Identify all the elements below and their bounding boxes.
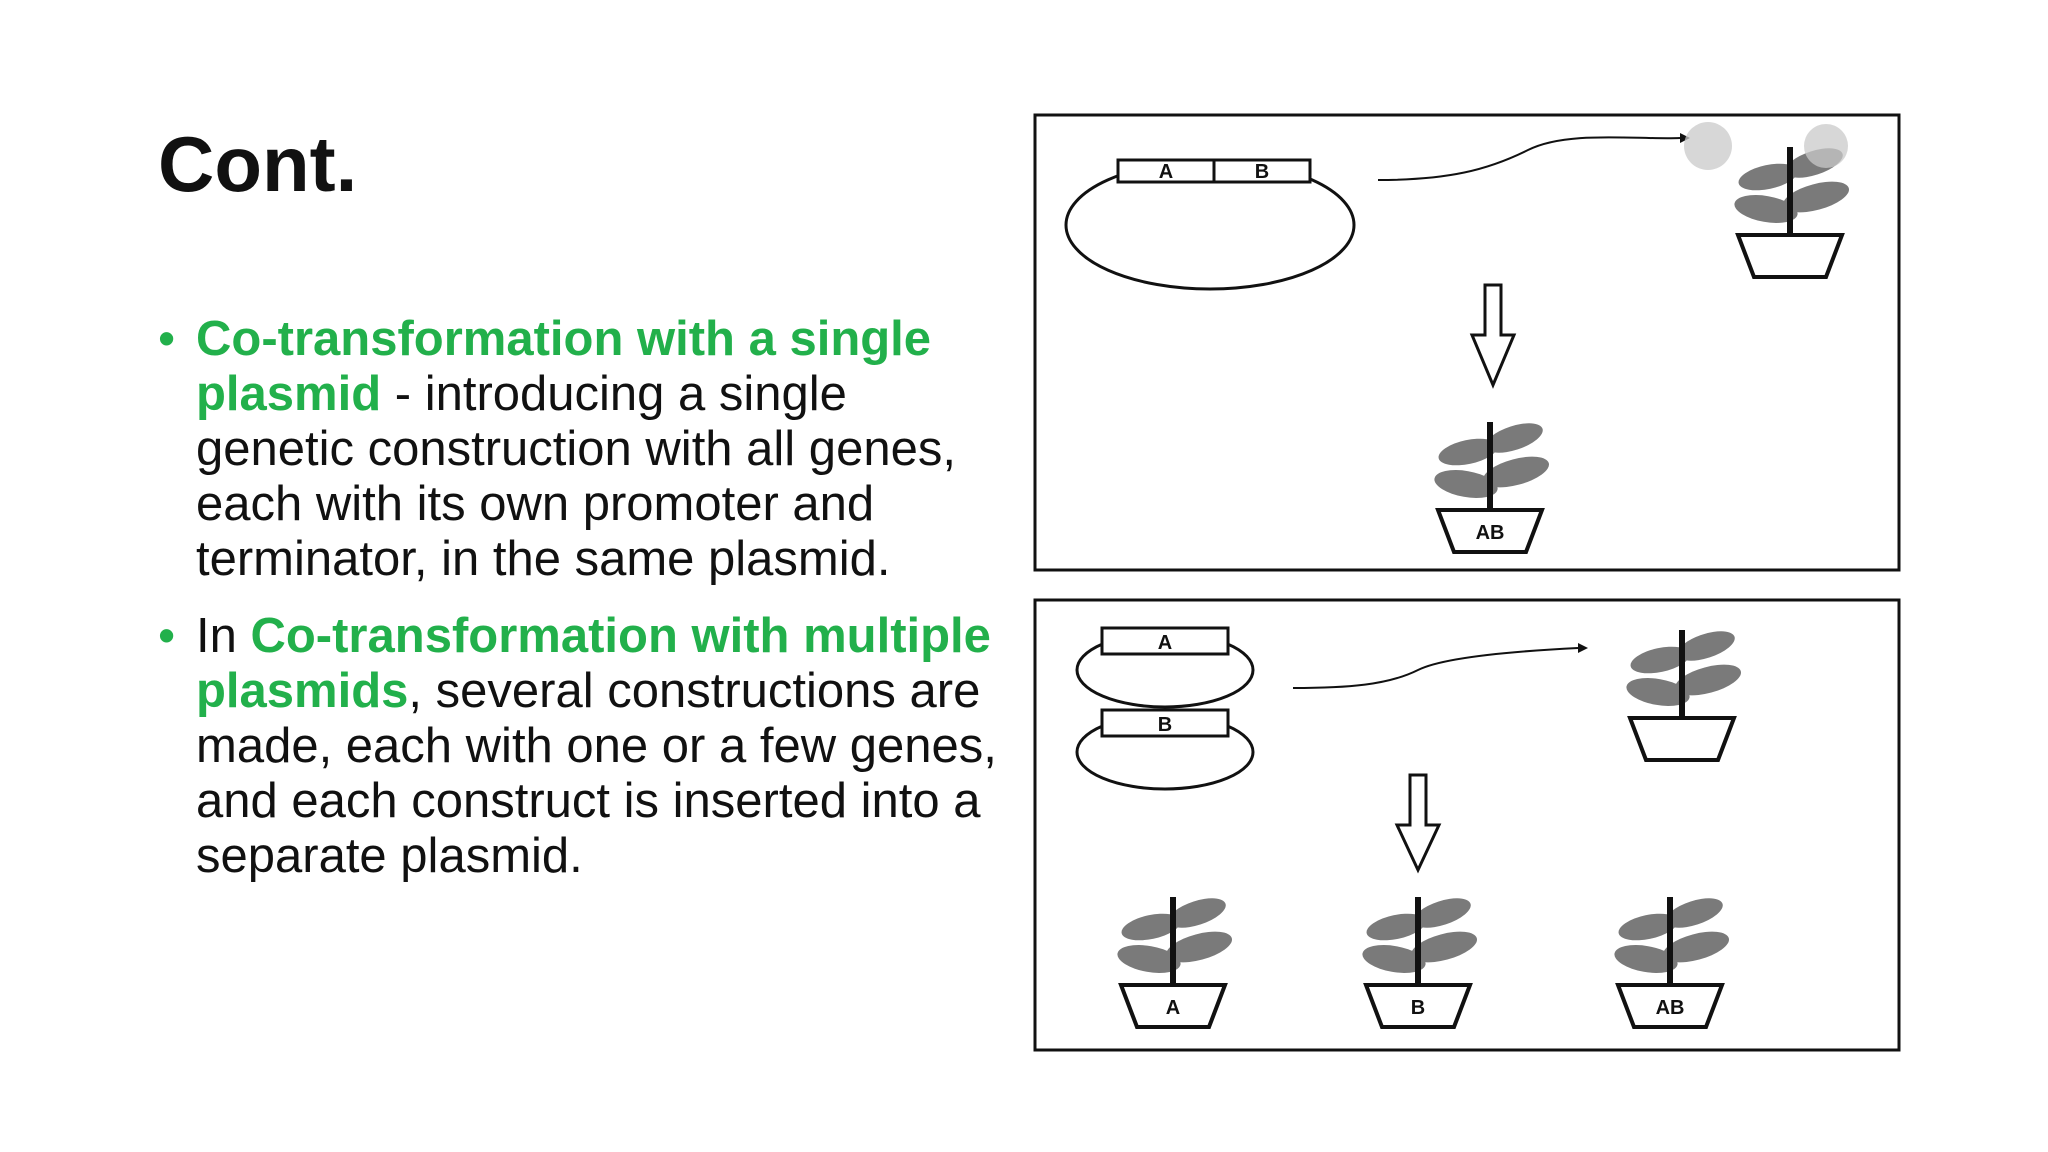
bullet-list: • Co-transformation with a single plasmi… <box>158 312 1018 906</box>
transformation-arrow <box>1377 136 1681 181</box>
slide-title: Cont. <box>158 120 358 208</box>
bullet-multiple-plasmids: • In Co-transformation with multiple pla… <box>158 609 1018 884</box>
result-plant-ab: AB <box>1612 892 1732 1029</box>
gene-label: A <box>1158 632 1172 654</box>
pot-label: AB <box>1656 997 1685 1019</box>
bullet-highlight: Co-transformation with a single plasmid <box>196 312 932 421</box>
pot-label: AB <box>1476 522 1505 544</box>
bullet-text: , several constructions are made, each w… <box>196 664 997 883</box>
pot-label: B <box>1411 997 1425 1019</box>
result-plant-a: A <box>1115 892 1235 1029</box>
bottom-panel-frame <box>1033 598 1901 1052</box>
gene-label: B <box>1158 714 1172 736</box>
overlay-icon <box>1684 122 1732 170</box>
plasmid-a: A <box>1075 626 1255 709</box>
down-arrow-icon <box>1394 773 1442 874</box>
bullet-single-plasmid: • Co-transformation with a single plasmi… <box>158 312 1018 587</box>
plasmid-b: B <box>1075 708 1255 791</box>
single-plasmid: A B <box>1064 158 1356 291</box>
transformation-arrow <box>1292 647 1579 689</box>
result-plant-b: B <box>1360 892 1480 1029</box>
pot-label: A <box>1166 997 1180 1019</box>
cotransformation-figure: A B AB A B A <box>1033 113 1901 1052</box>
bullet-dot-icon: • <box>158 312 176 366</box>
bullet-prefix: In <box>196 609 251 663</box>
gene-label: B <box>1255 161 1269 183</box>
gene-label: A <box>1159 161 1173 183</box>
result-plant-ab: AB <box>1432 417 1552 554</box>
source-plant <box>1624 625 1744 762</box>
bullet-dot-icon: • <box>158 609 176 663</box>
bullet-highlight: Co-transformation with multiple plasmids <box>196 609 991 718</box>
bullet-text: - introducing a single genetic construct… <box>196 367 956 586</box>
top-panel-frame <box>1033 113 1901 572</box>
down-arrow-icon <box>1469 283 1517 389</box>
